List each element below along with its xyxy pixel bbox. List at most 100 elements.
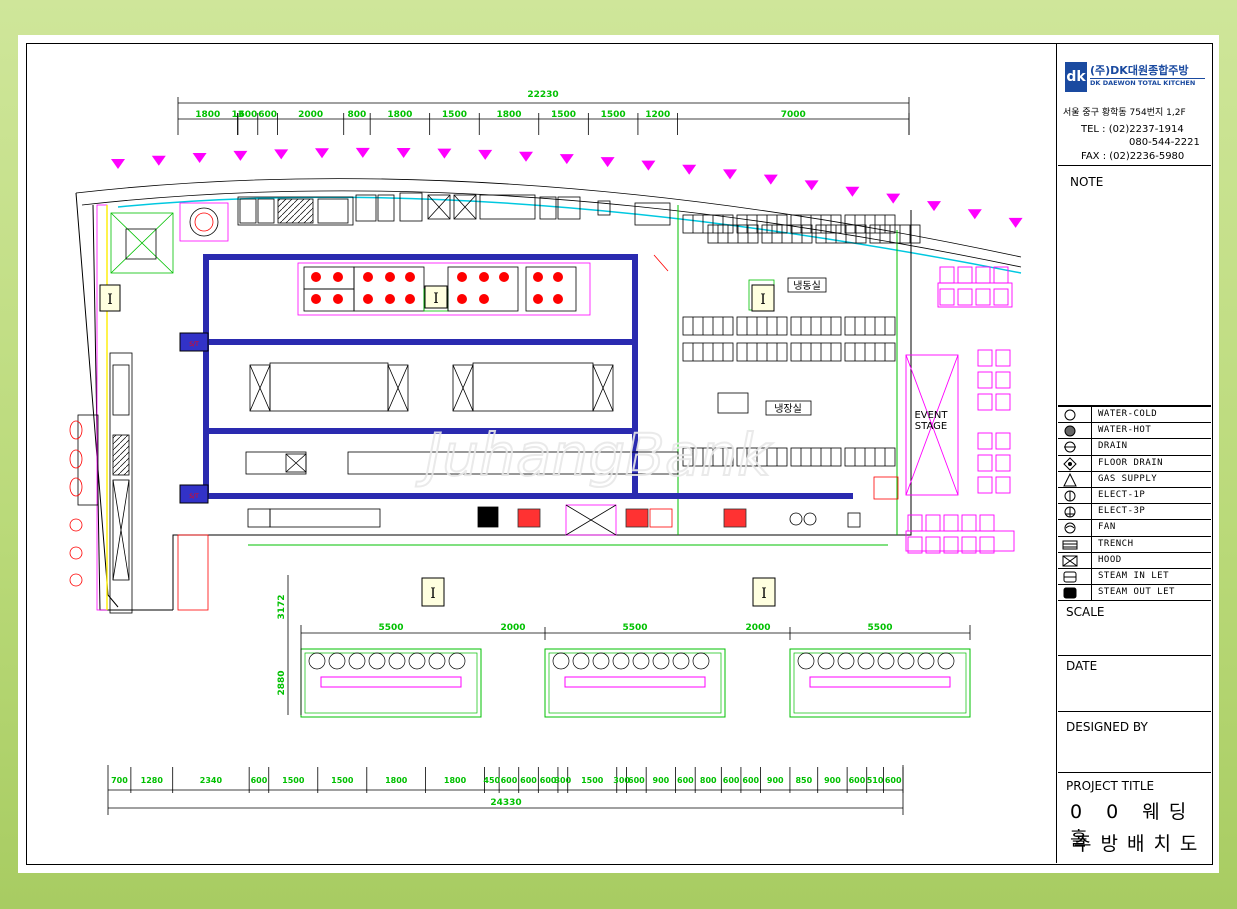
buffet-dimension [287,575,971,715]
bottom-dim-label: 900 [653,776,670,785]
shelf-unit [736,447,788,467]
bottom-dim-label: 600 [520,776,537,785]
bottom-dim-label: 1800 [444,776,467,785]
shelf-unit [682,447,734,467]
shelf-unit [815,224,867,244]
hall-table-long [937,282,1013,308]
airflow-arrow [763,174,778,185]
chafing-dish [797,652,815,670]
hall-table [995,454,1011,472]
top-equipment-row [179,192,671,242]
chafing-dish [897,652,915,670]
chafing-dish [592,652,610,670]
column-tag-1: S/T [189,341,199,348]
hall-table [995,476,1011,494]
lower-equipment-row [245,451,899,536]
storage-shelves [682,214,921,467]
airflow-arrow [519,151,533,162]
event-stage-label-1: EVENT [914,410,948,421]
shelf-unit [682,316,734,336]
buffet-dim-label: 2000 [745,623,770,633]
burner [533,272,543,282]
hall-table [975,266,991,284]
chafing-dish [692,652,710,670]
bottom-dim-label: 1500 [331,776,354,785]
burner [405,294,415,304]
legend-row: TRENCH [1058,535,1211,553]
column-tag-2: S/T [189,493,199,500]
bottom-dim-label: 900 [824,776,841,785]
buffet-dim-label: 2000 [500,623,525,633]
hall-table [995,432,1011,450]
company-tel: TEL : (02)2237-1914 [1081,124,1184,135]
top-dim-label: 1500 [551,110,576,120]
airflow-arrow [845,186,860,197]
burner [311,272,321,282]
logo-mark: dk [1066,69,1086,85]
airflow-arrow [927,201,941,212]
chafing-dish [572,652,590,670]
chafing-dish [408,652,426,670]
burner [363,272,373,282]
top-dim-label: 1800 [195,110,220,120]
date-label: DATE [1066,659,1098,673]
hall-table [961,514,977,532]
legend-divider-line [1091,536,1092,553]
hall-table [993,288,1009,306]
legend-divider-line [1091,423,1092,440]
hall-table [977,393,993,411]
elect-1p-icon [1062,489,1078,503]
airflow-arrow [1008,217,1023,228]
airflow-arrow [233,150,248,161]
chafing-dish [612,652,630,670]
legend-row: DRAIN [1058,438,1211,456]
hall-table [977,371,993,389]
legend-divider-line [1091,569,1092,585]
top-dim-label: 600 [258,110,277,120]
legend-row: ELECT-3P [1058,503,1211,521]
shelf-unit [682,342,734,362]
buffet-dim-label: 5500 [378,623,403,633]
hall-table [995,349,1011,367]
buffet-counter [809,676,951,688]
legend-divider-line [1091,520,1092,537]
bottom-dim-label: 600 [501,776,518,785]
company-fax: FAX : (02)2236-5980 [1081,151,1185,162]
legend-divider-line [1091,455,1092,472]
hall-table [979,514,995,532]
burner [479,294,489,304]
hall-table [977,349,993,367]
left-equipment [69,212,209,614]
bottom-dim-label: 600 [628,776,645,785]
chafing-dish [328,652,346,670]
airflow-arrow [478,149,493,160]
bottom-dim-label: 600 [723,776,740,785]
airflow-arrow [274,149,289,160]
top-total-dim: 22230 [527,90,558,100]
burner [385,294,395,304]
airflow-arrow [600,157,615,168]
legend-divider [1058,405,1211,406]
hall-table [939,266,955,284]
top-dim-label: 1500 [601,110,626,120]
circle-icon [1062,408,1078,422]
legend-label: ELECT-1P [1098,490,1146,500]
burner [553,294,563,304]
legend-label: HOOD [1098,554,1122,565]
legend-label: GAS SUPPLY [1098,473,1158,484]
chafing-dish [877,652,895,670]
hall-table [975,288,991,306]
cooler-room-label: 냉장실 [774,403,802,415]
chafing-dish [308,652,326,670]
bottom-dim-label: 1800 [385,776,408,785]
drawing-frame [26,43,1213,865]
legend-label: FLOOR DRAIN [1098,457,1164,468]
burner [553,272,563,282]
hall-table-long [905,530,1015,552]
hall-table [925,536,941,554]
buffet-station [789,648,971,718]
bottom-dim-label: 1500 [581,776,604,785]
airflow-arrow [723,169,737,180]
legend-label: TRENCH [1098,538,1134,549]
work-tables [249,362,614,412]
